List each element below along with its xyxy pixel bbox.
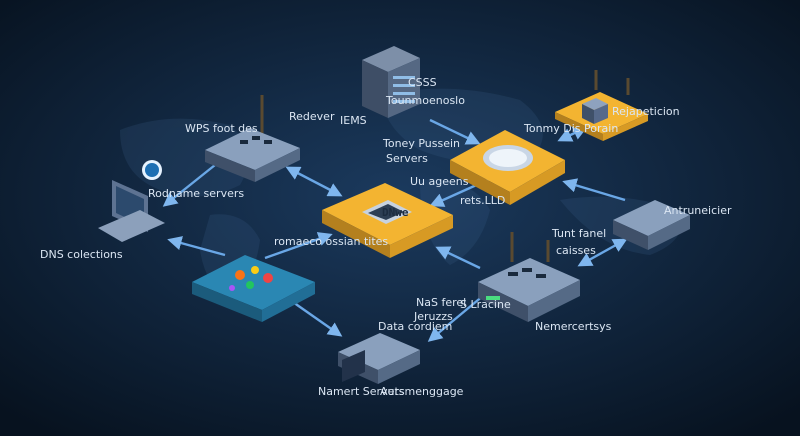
arrow-right-to-switch bbox=[577, 238, 628, 267]
arrow-right-to-hub-top bbox=[562, 178, 626, 202]
label-router-left-1: WPS foot des bbox=[185, 122, 258, 135]
label-switch-bottom: Nemercertsys bbox=[535, 320, 612, 333]
label-router-left-3: IEMS bbox=[340, 114, 367, 127]
arrow-switch-to-center bbox=[435, 246, 481, 270]
label-bottom-3: Autsmenggage bbox=[380, 385, 464, 398]
label-router-left-2: Redever bbox=[289, 110, 335, 123]
label-mid-3: Jeruzzs bbox=[413, 310, 453, 323]
laptop bbox=[98, 160, 165, 242]
connections bbox=[162, 118, 628, 342]
center-screen-label: DNwe bbox=[382, 206, 409, 219]
arrow-router-to-laptop bbox=[162, 164, 216, 207]
label-hub-top-1: Tonmy Dis Porain bbox=[523, 122, 618, 135]
label-right-mid: Antruneicier bbox=[664, 204, 732, 217]
arrow-router-to-center bbox=[285, 166, 343, 197]
label-mid-1: romaeco ossian tites bbox=[274, 235, 388, 248]
arrow-rack-to-hub-top bbox=[429, 118, 481, 145]
platform-right-top bbox=[555, 70, 648, 141]
label-right-top: Rejapeticion bbox=[612, 105, 680, 118]
arrow-teal-to-center bbox=[264, 232, 333, 260]
rack-server-top bbox=[362, 46, 420, 118]
platform-teal bbox=[192, 255, 315, 322]
label-mid-4: S Lracine bbox=[460, 298, 511, 311]
label-mid-2: NaS ferel bbox=[416, 296, 466, 309]
device-right-mid bbox=[613, 200, 690, 250]
label-hub-mid-1: Uu ageens bbox=[410, 175, 469, 188]
arrow-teal-to-laptop bbox=[167, 236, 226, 257]
hub-top-clock bbox=[450, 130, 565, 205]
label-bottom-1: Data cordiem bbox=[378, 320, 452, 333]
label-bottom-2: Namert Servers bbox=[318, 385, 405, 398]
device-bottom bbox=[338, 333, 420, 384]
label-hub-top-3: Servers bbox=[386, 152, 428, 165]
label-right-sw-1: Tunt fanel bbox=[551, 227, 606, 240]
label-hub-mid-2: rets.LLD bbox=[460, 194, 505, 207]
label-laptop-2: DNS colections bbox=[40, 248, 123, 261]
label-rack-top-1: CSSS bbox=[408, 76, 437, 89]
arrow-teal-to-bottom bbox=[289, 299, 343, 337]
label-rack-top-2: Tounmoenoslo bbox=[385, 94, 465, 107]
label-right-sw-2: caisses bbox=[556, 244, 596, 257]
router-left bbox=[205, 95, 300, 182]
hub-center: DNwe bbox=[322, 183, 453, 258]
label-laptop-1: Rodname servers bbox=[148, 187, 244, 200]
switch-bottom bbox=[478, 232, 580, 322]
label-hub-top-2: Toney Pussein bbox=[382, 137, 460, 150]
labels: CSSS Tounmoenoslo WPS foot des Redever I… bbox=[40, 76, 732, 398]
